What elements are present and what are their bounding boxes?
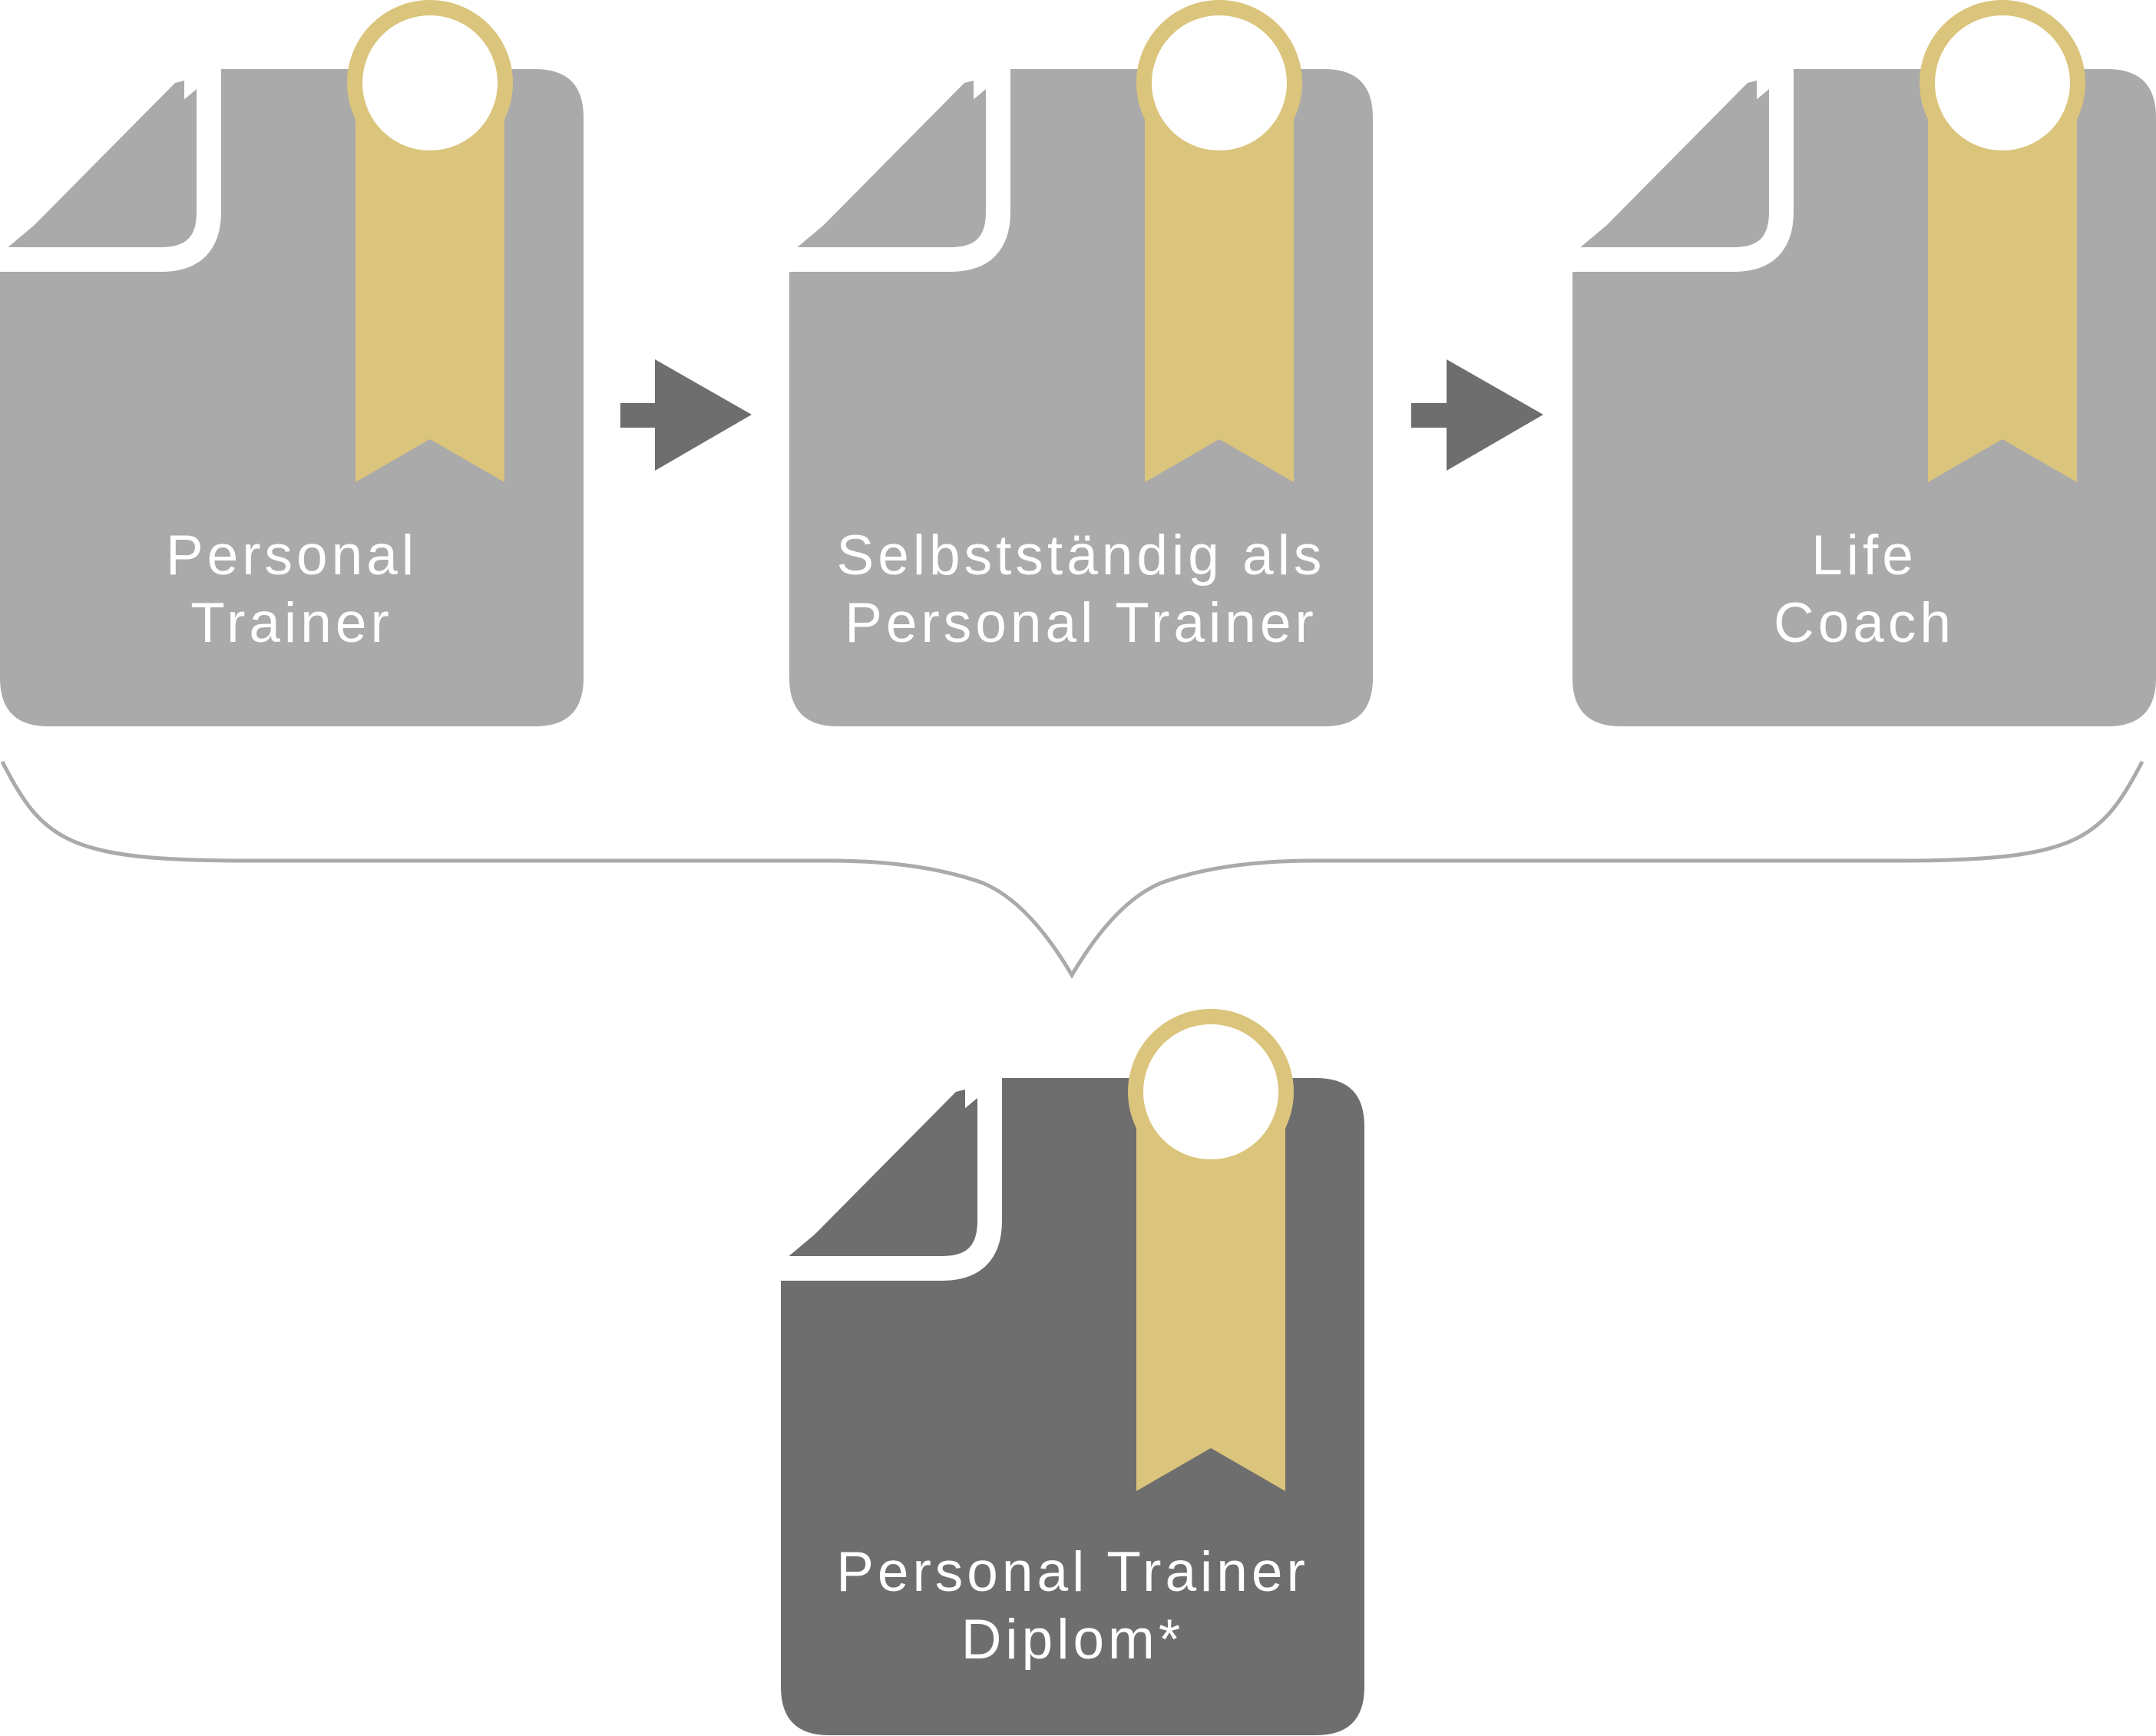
certificate-label-line2: Diplom*	[961, 1609, 1185, 1671]
certificate-life-coach: Life Coach	[1572, 8, 2156, 726]
arrow-right-icon	[1411, 359, 1543, 471]
certificate-label-line1: Selbstständig als	[837, 524, 1326, 587]
certificate-label-line2: Personal Trainer	[845, 592, 1318, 654]
grouping-brace	[0, 760, 2144, 979]
certificate-label-line1: Life	[1811, 524, 1917, 587]
certificate-label-line1: Personal Trainer	[836, 1541, 1309, 1603]
certificate-personal-trainer: Personal Trainer	[0, 8, 584, 726]
certificate-diplom: Personal Trainer Diplom*	[781, 1017, 1364, 1735]
certificate-label-line2: Trainer	[190, 592, 393, 654]
certificate-selbststaendig: Selbstständig als Personal Trainer	[789, 8, 1373, 726]
certificate-label-line1: Personal	[166, 524, 418, 587]
arrow-right-icon	[620, 359, 752, 471]
certificate-label-line2: Coach	[1774, 592, 1955, 654]
